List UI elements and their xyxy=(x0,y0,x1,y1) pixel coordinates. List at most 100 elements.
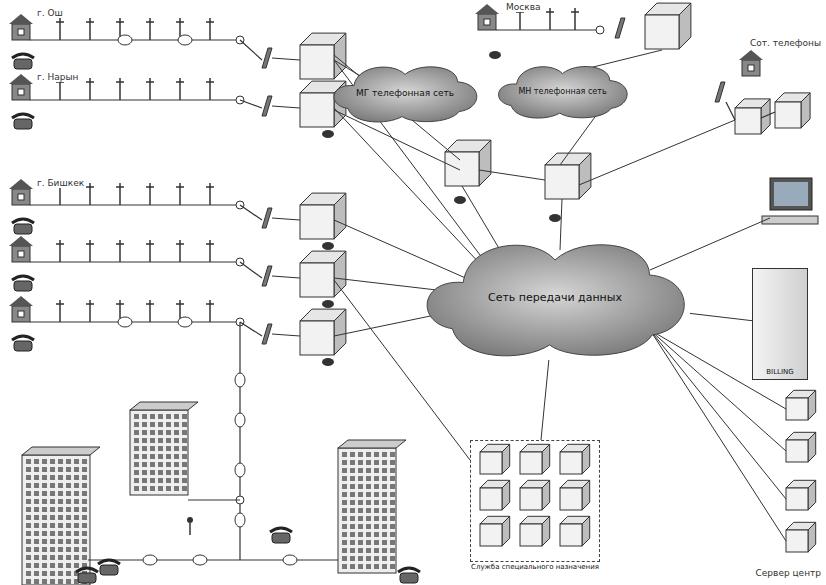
house-window xyxy=(18,311,24,317)
building-window xyxy=(382,540,387,545)
wire xyxy=(56,243,64,245)
building-window xyxy=(26,571,31,576)
building-window xyxy=(34,571,39,576)
building-window xyxy=(42,467,47,472)
building-window xyxy=(34,523,39,528)
building-window xyxy=(74,539,79,544)
building-window xyxy=(66,491,71,496)
building-window xyxy=(142,422,147,427)
building-window xyxy=(42,491,47,496)
wire xyxy=(176,186,184,188)
building-window xyxy=(150,470,155,475)
building-window xyxy=(358,468,363,473)
cloud-outline xyxy=(427,245,684,356)
building-window xyxy=(150,414,155,419)
building-window xyxy=(182,414,187,419)
monitor-screen xyxy=(774,182,808,206)
switch-cube xyxy=(679,3,691,49)
building-window xyxy=(66,459,71,464)
wire xyxy=(56,21,64,23)
splice xyxy=(118,35,132,45)
building-window xyxy=(142,470,147,475)
switch-cube xyxy=(786,398,808,420)
building-window xyxy=(134,478,139,483)
building-window xyxy=(182,422,187,427)
building-window xyxy=(182,486,187,491)
building-window xyxy=(342,452,347,457)
place-label: г. Бишкек xyxy=(36,178,85,188)
phone-icon xyxy=(14,224,32,234)
house-icon xyxy=(12,246,30,262)
building-window xyxy=(34,563,39,568)
building-window xyxy=(350,460,355,465)
building-window xyxy=(182,438,187,443)
building-window xyxy=(358,524,363,529)
building-window xyxy=(50,547,55,552)
house-icon xyxy=(742,60,760,76)
building-window xyxy=(142,446,147,451)
building-window xyxy=(342,564,347,569)
phone-handset xyxy=(76,568,98,572)
connector xyxy=(541,360,549,440)
building-window xyxy=(34,547,39,552)
building-window xyxy=(366,556,371,561)
building-window xyxy=(374,556,379,561)
wire xyxy=(86,186,94,188)
switch-cube xyxy=(300,45,334,79)
building-window xyxy=(358,516,363,521)
building-window xyxy=(358,532,363,537)
building-window xyxy=(26,563,31,568)
building-window xyxy=(350,468,355,473)
building-window xyxy=(74,523,79,528)
building-window xyxy=(142,478,147,483)
wire xyxy=(272,334,300,336)
building-window xyxy=(390,508,395,513)
splice xyxy=(283,555,297,565)
wire xyxy=(146,21,154,23)
building-window xyxy=(350,540,355,545)
house-roof xyxy=(9,74,33,84)
wire xyxy=(189,523,191,535)
building-window xyxy=(374,468,379,473)
switch-cube xyxy=(545,165,579,199)
building-window xyxy=(350,452,355,457)
house-icon xyxy=(12,306,30,322)
building-window xyxy=(50,531,55,536)
building-window xyxy=(66,515,71,520)
building-window xyxy=(74,507,79,512)
monitor xyxy=(770,178,812,210)
building-window xyxy=(42,563,47,568)
building-window xyxy=(82,539,87,544)
building-window xyxy=(150,438,155,443)
wire xyxy=(176,81,184,83)
wire xyxy=(86,81,94,83)
building-window xyxy=(74,555,79,560)
switch-cube xyxy=(786,440,808,462)
building-window xyxy=(366,564,371,569)
building-window xyxy=(66,523,71,528)
switch-cube xyxy=(808,432,816,462)
building-window xyxy=(374,500,379,505)
phone-icon xyxy=(14,59,32,69)
wire xyxy=(726,102,735,120)
wire xyxy=(146,243,154,245)
wire xyxy=(116,21,124,23)
wire xyxy=(272,106,300,108)
wire xyxy=(650,218,770,270)
switch-cube xyxy=(480,524,502,546)
building-window xyxy=(158,438,163,443)
building-window xyxy=(74,515,79,520)
building-window xyxy=(58,491,63,496)
building-window xyxy=(166,478,171,483)
wire xyxy=(479,170,545,180)
node-label: МГ телефонная сеть xyxy=(356,88,454,98)
building-window xyxy=(174,486,179,491)
building-window xyxy=(166,446,171,451)
building-window xyxy=(42,523,47,528)
wire xyxy=(176,243,184,245)
building-window xyxy=(82,523,87,528)
house-window xyxy=(484,19,490,25)
building-window xyxy=(366,508,371,513)
building-window xyxy=(42,475,47,480)
building-window xyxy=(34,499,39,504)
